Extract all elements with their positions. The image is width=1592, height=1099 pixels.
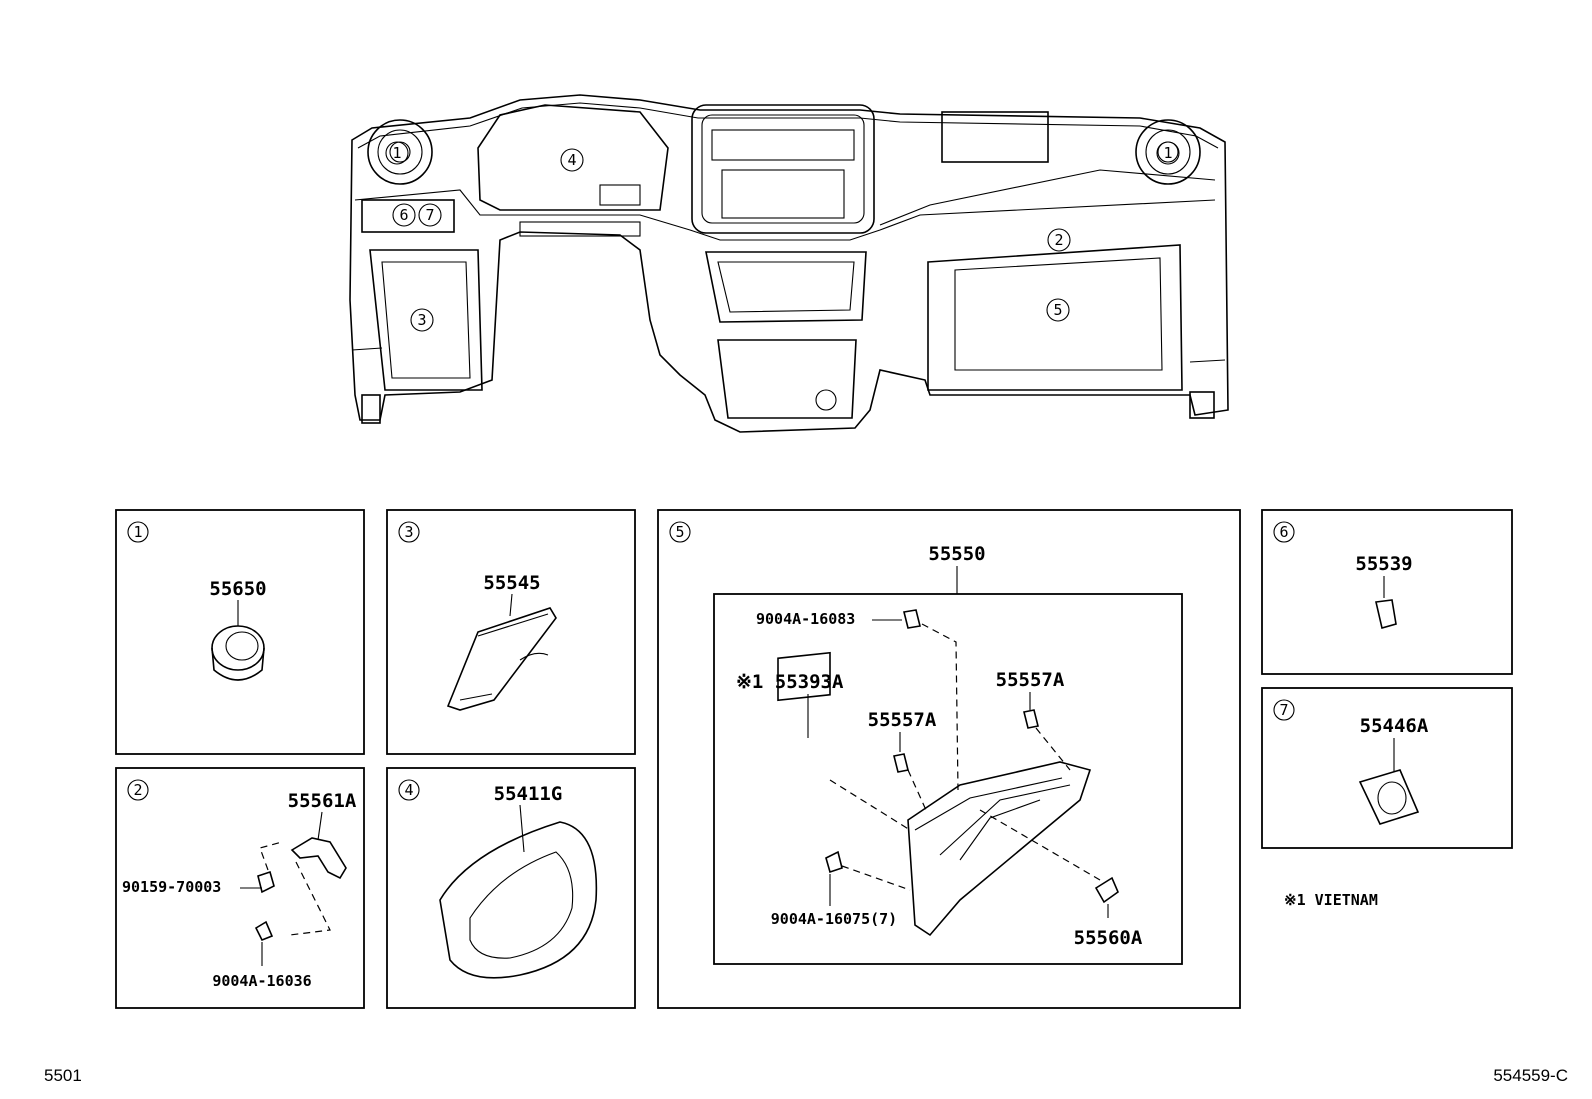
panel-4: 4 55411G [386,767,636,1009]
switch-hole-cover-part [1375,599,1397,630]
panel-7: 7 55446A [1261,687,1513,849]
callout-7: 7 [418,203,442,227]
callout-3: 3 [410,308,434,332]
svg-text:2: 2 [1054,231,1063,249]
part-55393A: ※1 55393A [736,671,844,693]
svg-text:1: 1 [1163,144,1172,162]
part-55560A: 55560A [1074,927,1143,949]
part-55557A-center: 55557A [868,709,937,731]
diagram-code: 554559-C [1493,1066,1568,1085]
part-55539: 55539 [1355,553,1412,575]
callout-4: 4 [560,148,584,172]
svg-text:3: 3 [417,311,426,329]
panel-3: 3 55545 [386,509,636,755]
callout-1-left: 1 [385,141,409,165]
instrument-panel-overview [349,94,1229,433]
vietnam-note: ※1 VIETNAM [1284,891,1378,909]
part-55557A-right: 55557A [996,669,1065,691]
svg-text:7: 7 [425,206,434,224]
svg-text:6: 6 [399,206,408,224]
panel-1: 1 55650 [115,509,365,755]
glove-box-part [907,761,1092,937]
panel-2-number: 2 [133,781,142,799]
panel-5: 5 55550 9004A-16083 ※1 55393A 55557A 555… [657,509,1241,1009]
callout-5: 5 [1046,298,1070,322]
panel-5-number: 5 [675,523,684,541]
part-90159-70003: 90159-70003 [122,878,221,896]
part-55550: 55550 [928,543,985,565]
panel-6-number: 6 [1279,523,1288,541]
panel-2: 2 55561A 90159-70003 9004A-16036 [115,767,365,1009]
lower-cover-part [446,607,557,711]
callout-1-right: 1 [1156,141,1180,165]
part-9004A-16075: 9004A-16075(7) [771,910,897,928]
part-9004A-16083: 9004A-16083 [756,610,855,628]
callout-6: 6 [392,203,416,227]
part-55650: 55650 [209,578,266,600]
bracket-part [290,837,347,880]
part-9004A-16036: 9004A-16036 [212,972,311,990]
panel-4-number: 4 [404,781,413,799]
page-number-left: 5501 [44,1066,82,1085]
panel-7-number: 7 [1279,701,1288,719]
panel-3-number: 3 [404,523,413,541]
overview-callouts: 1 4 1 6 7 2 3 5 [385,141,1180,332]
panel-6: 6 55539 [1261,509,1513,675]
panel-1-number: 1 [133,523,142,541]
svg-text:1: 1 [392,144,401,162]
callout-2: 2 [1047,228,1071,252]
svg-text:4: 4 [567,151,576,169]
register-vent-part [211,625,265,681]
part-55411G: 55411G [494,783,563,805]
svg-text:5: 5 [1053,301,1062,319]
part-55446A: 55446A [1360,715,1429,737]
switch-base-part [1358,769,1420,825]
part-55561A: 55561A [288,790,357,812]
part-55545: 55545 [483,572,540,594]
meter-hood-part [439,821,598,979]
